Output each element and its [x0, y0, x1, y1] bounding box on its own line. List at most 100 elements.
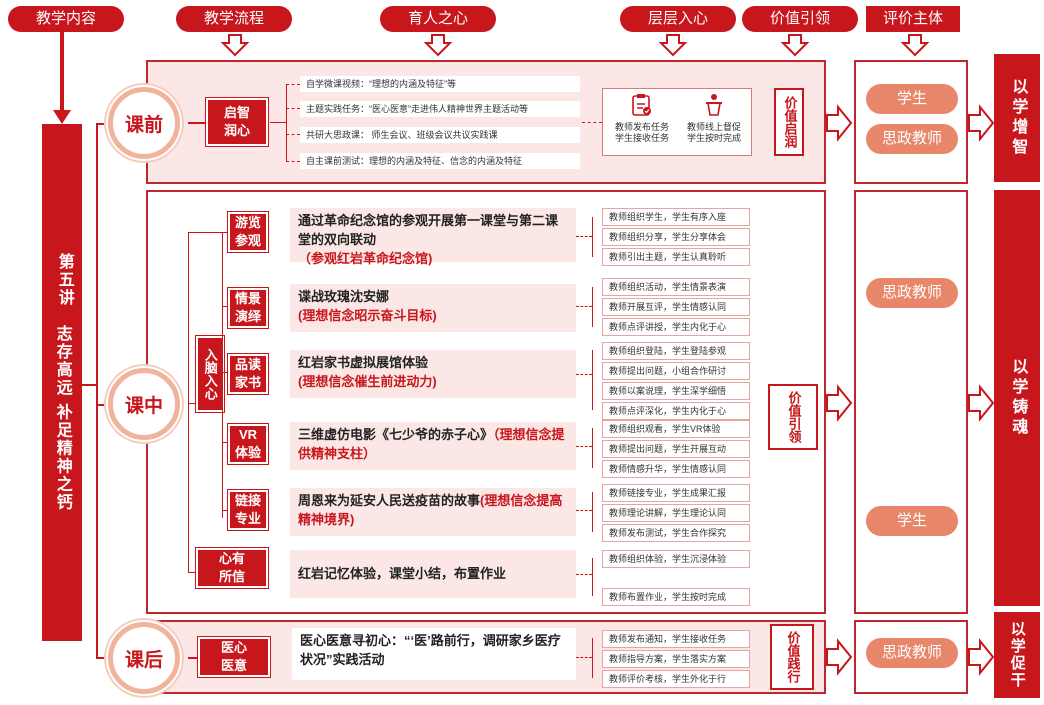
- post-activity-text: 医心医意寻初心：“‘医’路前行，调研家乡医疗状况”实践活动: [292, 628, 576, 680]
- item-bracket: [592, 287, 593, 327]
- task-item: 教师点评讲授，学生内化于心: [602, 318, 750, 336]
- task-item: 教师组织学生，学生有序入座: [602, 208, 750, 226]
- row-link: [222, 510, 228, 511]
- activity-box-tour: 游览 参观: [228, 212, 268, 252]
- down-arrow-icon: [900, 34, 930, 57]
- pre-item: 自学微课视频：“理想的内涵及特征”等: [300, 76, 580, 92]
- task-item: 教师组织登陆，学生登陆参观: [602, 342, 750, 360]
- task-item: 教师链接专业，学生成果汇报: [602, 484, 750, 502]
- pre-icon-panel: 教师发布任务 学生接收任务 教师线上督促 学生按时完成: [602, 88, 752, 156]
- side-label-box: 入脑入心: [196, 336, 224, 412]
- bracket-bottom: [96, 657, 110, 659]
- activity-red-text: （理想信念提供精神支柱）: [298, 427, 565, 461]
- item-bracket: [592, 558, 593, 596]
- item-bracket: [592, 217, 593, 257]
- pre-class-stage-box: 启智 润心: [206, 98, 268, 146]
- activity-text-drama: 谍战玫瑰沈安娜(理想信念昭示奋斗目标): [290, 284, 576, 332]
- right-arrow-icon: [968, 104, 995, 142]
- bracket-link: [82, 384, 98, 386]
- pre-tick: [286, 161, 300, 162]
- activity-box-vr: VR 体验: [228, 424, 268, 464]
- task-item: 教师提出问题，小组合作研讨: [602, 362, 750, 380]
- post-connector: [188, 657, 198, 659]
- row-link: [188, 572, 196, 573]
- pre-value-box: 价值启润: [774, 88, 804, 156]
- activity-main-text: 通过革命纪念馆的参观开展第一课堂与第二课堂的双向联动: [298, 213, 559, 247]
- role-teacher: 思政教师: [866, 638, 958, 668]
- item-bracket: [592, 350, 593, 410]
- item-bracket: [592, 428, 593, 468]
- activity-box-drama: 情景 演绎: [228, 288, 268, 328]
- mid-bracket: [188, 232, 189, 572]
- activity-box-letters: 品读 家书: [228, 354, 268, 394]
- post-value-box: 价值践行: [770, 624, 814, 690]
- task-item: 教师组织体验，学生沉浸体验: [602, 550, 750, 568]
- lesson-title-bar: 第五讲 志存高远 补足精神之钙: [42, 124, 82, 641]
- task-item: 教师提出问题，学生开展互动: [602, 440, 750, 458]
- row-dash: [576, 657, 592, 658]
- in-class-circle: 课中: [108, 368, 180, 440]
- task-item: 教师开展互评，学生情感认同: [602, 298, 750, 316]
- down-triangle-icon: [53, 110, 71, 124]
- down-arrow-icon: [423, 34, 453, 57]
- activity-text-major: 周恩来为延安人民送疫苗的故事(理想信念提高精神境界): [290, 488, 576, 536]
- activity-text-belief: 红岩记忆体验，课堂小结，布置作业: [290, 550, 576, 598]
- pre-result-block: 以学增智: [994, 54, 1040, 182]
- role-teacher: 思政教师: [866, 278, 958, 308]
- activity-main-text: 红岩家书虚拟展馆体验: [298, 355, 429, 370]
- header-education: 育人之心: [380, 6, 496, 32]
- activity-main-text: 谍战玫瑰沈安娜: [298, 289, 390, 304]
- bracket-vertical: [96, 124, 98, 658]
- activity-box-major: 链接 专业: [228, 490, 268, 530]
- lesson-title: 志存高远 补足精神之钙: [53, 325, 71, 512]
- row-dash: [576, 510, 592, 511]
- pre-bracket: [286, 84, 287, 162]
- bracket-mid: [96, 404, 110, 406]
- pre-class-circle: 课前: [108, 87, 180, 159]
- activity-main-text: 三维虚仿电影《七少爷的赤子心》: [298, 427, 494, 442]
- lesson-number: 第五讲: [55, 253, 73, 308]
- role-teacher: 思政教师: [866, 124, 958, 154]
- activity-main-text: 周恩来为延安人民送疫苗的故事: [298, 493, 481, 508]
- task-item: 教师组织活动，学生情景表演: [602, 278, 750, 296]
- row-dash: [576, 446, 592, 447]
- right-arrow-icon: [968, 638, 995, 676]
- mid-value-box: 价值引领: [768, 384, 818, 450]
- pre-item: 主题实践任务：“医心医意”走进伟人精神世界主题活动等: [300, 101, 580, 117]
- activity-text-tour: 通过革命纪念馆的参观开展第一课堂与第二课堂的双向联动（参观红岩革命纪念馆): [290, 208, 576, 266]
- activity-box-belief: 心有 所信: [196, 548, 268, 588]
- pre-connector: [188, 122, 206, 124]
- row-link: [222, 306, 228, 307]
- icon-card: 教师发布任务 学生接收任务: [609, 93, 675, 151]
- task-item: 教师引出主题，学生认真聆听: [602, 248, 750, 266]
- task-item: 教师发布测试，学生合作探究: [602, 524, 750, 542]
- post-eval-panel: 思政教师: [854, 620, 968, 694]
- icon-card: 教师线上督促 学生按时完成: [681, 93, 747, 151]
- right-arrow-icon: [826, 638, 853, 676]
- right-arrow-icon: [826, 104, 853, 142]
- task-item: 教师情感升华，学生情感认同: [602, 460, 750, 478]
- post-stage-box: 医心 医意: [198, 637, 270, 677]
- down-arrow-icon: [780, 34, 810, 57]
- header-content: 教学内容: [8, 6, 124, 32]
- header-layers: 层层入心: [620, 6, 736, 32]
- row-dash: [576, 306, 592, 307]
- row-link: [222, 442, 228, 443]
- task-item: 教师组织分享，学生分享体会: [602, 228, 750, 246]
- activity-text-vr: 三维虚仿电影《七少爷的赤子心》（理想信念提供精神支柱）: [290, 422, 576, 470]
- right-arrow-icon: [968, 384, 995, 422]
- task-item: 教师点评深化，学生内化于心: [602, 402, 750, 420]
- post-class-circle: 课后: [108, 622, 180, 694]
- bracket-top: [96, 123, 110, 125]
- activity-main-text: 红岩记忆体验，课堂小结，布置作业: [298, 566, 507, 581]
- mid-result-block: 以学铸魂: [994, 190, 1040, 606]
- content-connector: [60, 32, 64, 114]
- activity-text-letters: 红岩家书虚拟展馆体验 (理想信念催生前进动力): [290, 350, 576, 398]
- task-item: 教师发布通知，学生接收任务: [602, 630, 750, 648]
- activity-red-text: (理想信念催生前进动力): [298, 373, 437, 389]
- post-result-block: 以学促干: [994, 612, 1040, 698]
- pre-bracket-link: [270, 122, 286, 123]
- item-bracket: [592, 638, 593, 678]
- header-process: 教学流程: [176, 6, 292, 32]
- item-bracket: [592, 492, 593, 532]
